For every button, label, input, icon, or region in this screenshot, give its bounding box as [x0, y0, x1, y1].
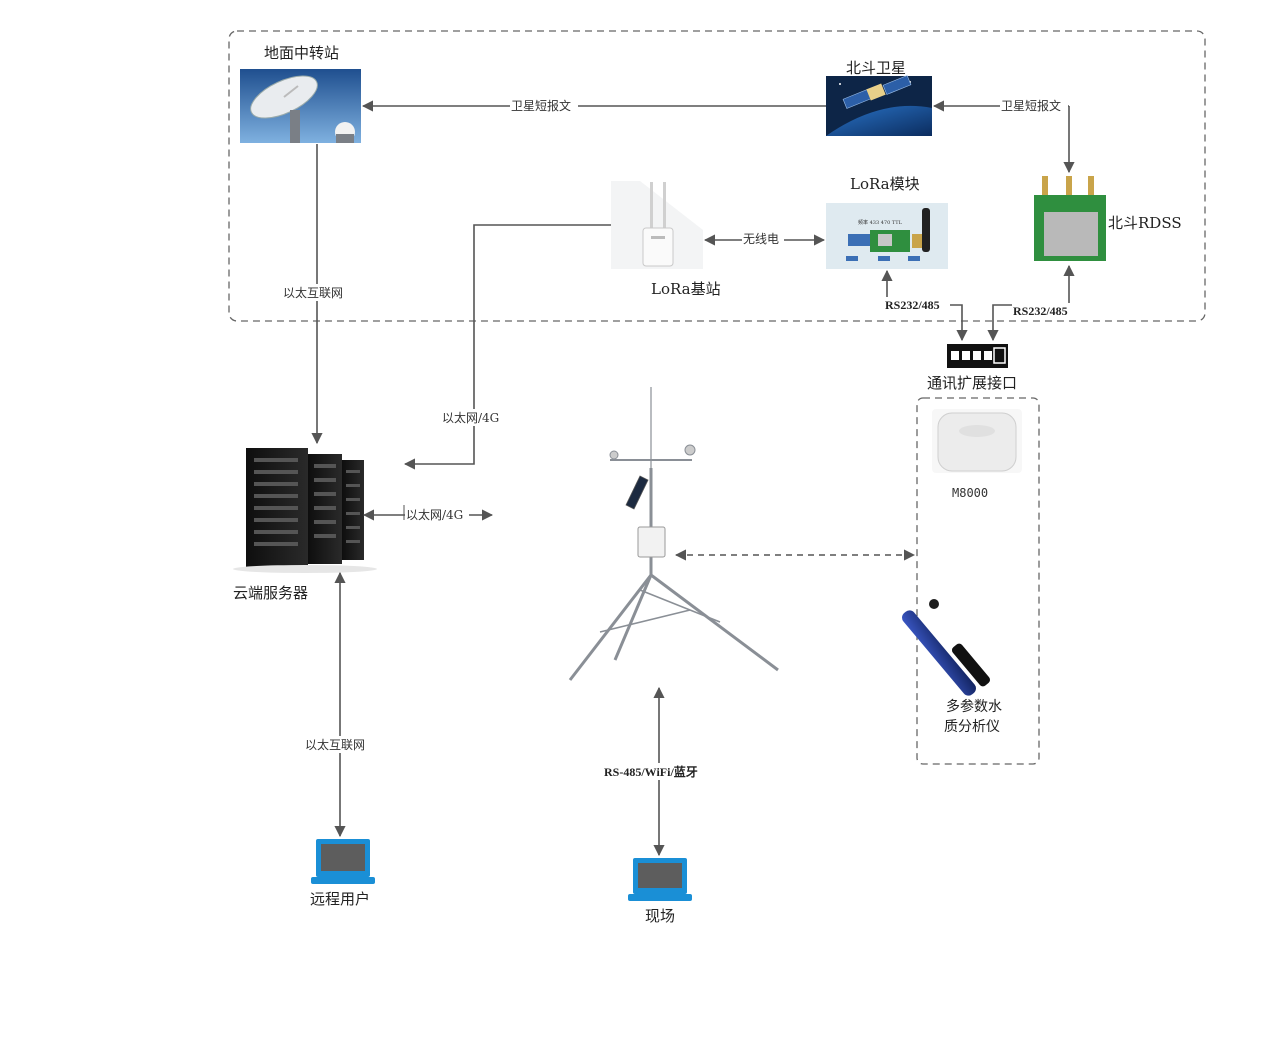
lora-module-board-text: 频率 433 470 TTL [858, 219, 903, 226]
comm-interface-label: 通讯扩展接口 [927, 374, 1017, 392]
satellite-lora-boundary [228, 30, 1206, 322]
weather-station-enclosure [637, 526, 666, 558]
edge-lora-to-server [403, 224, 611, 470]
lora-module-label: LoRa模块 [850, 175, 920, 193]
field-laptop-icon [628, 858, 692, 901]
edge-label-server-user: 以太互联网 [305, 737, 365, 752]
m8000-label: M8000 [952, 486, 988, 500]
beidou-rdss-image [1034, 176, 1106, 261]
comm-interface-image [947, 344, 1008, 368]
water-analyzer-label-line1: 多参数水 [946, 698, 1002, 715]
water-analyzer-label-line2: 质分析仪 [944, 719, 1000, 735]
edge-label-sat-to-ground: 卫星短报文 [511, 98, 571, 113]
lora-module-image: 频率 433 470 TTL [826, 203, 948, 269]
remote-user-label: 远程用户 [310, 890, 370, 908]
ground-station-image [240, 69, 361, 143]
lora-base-station-image [611, 181, 703, 269]
edge-label-server-out: 以太网/4G [406, 507, 463, 522]
edge-label-field-link: RS-485/WiFi/蓝牙 [604, 764, 698, 779]
edge-label-lora-rs: RS232/485 [885, 298, 940, 312]
ground-station-label: 地面中转站 [264, 44, 339, 62]
cloud-server-image [233, 448, 377, 573]
water-analyzer-image [902, 599, 991, 696]
remote-user-laptop-icon [311, 839, 375, 884]
sensor-group-boundary [916, 397, 1040, 765]
beidou-satellite-image [826, 75, 932, 136]
m8000-image [932, 409, 1022, 473]
solar-panel-icon [625, 475, 649, 510]
weather-station-image [568, 387, 779, 681]
field-label: 现场 [645, 907, 675, 925]
cloud-server-label: 云端服务器 [233, 584, 308, 602]
edge-label-radio: 无线电 [743, 232, 779, 246]
beidou-satellite-label: 北斗卫星 [846, 59, 906, 77]
edge-label-ground-to-server: 以太互联网 [283, 285, 343, 300]
beidou-rdss-label: 北斗RDSS [1108, 214, 1182, 232]
lora-base-station-label: LoRa基站 [651, 280, 721, 298]
edge-label-rdss-to-sat: 卫星短报文 [1001, 98, 1061, 113]
edge-label-rdss-rs: RS232/485 [1013, 304, 1068, 318]
edge-label-lora-to-server: 以太网/4G [442, 410, 499, 425]
